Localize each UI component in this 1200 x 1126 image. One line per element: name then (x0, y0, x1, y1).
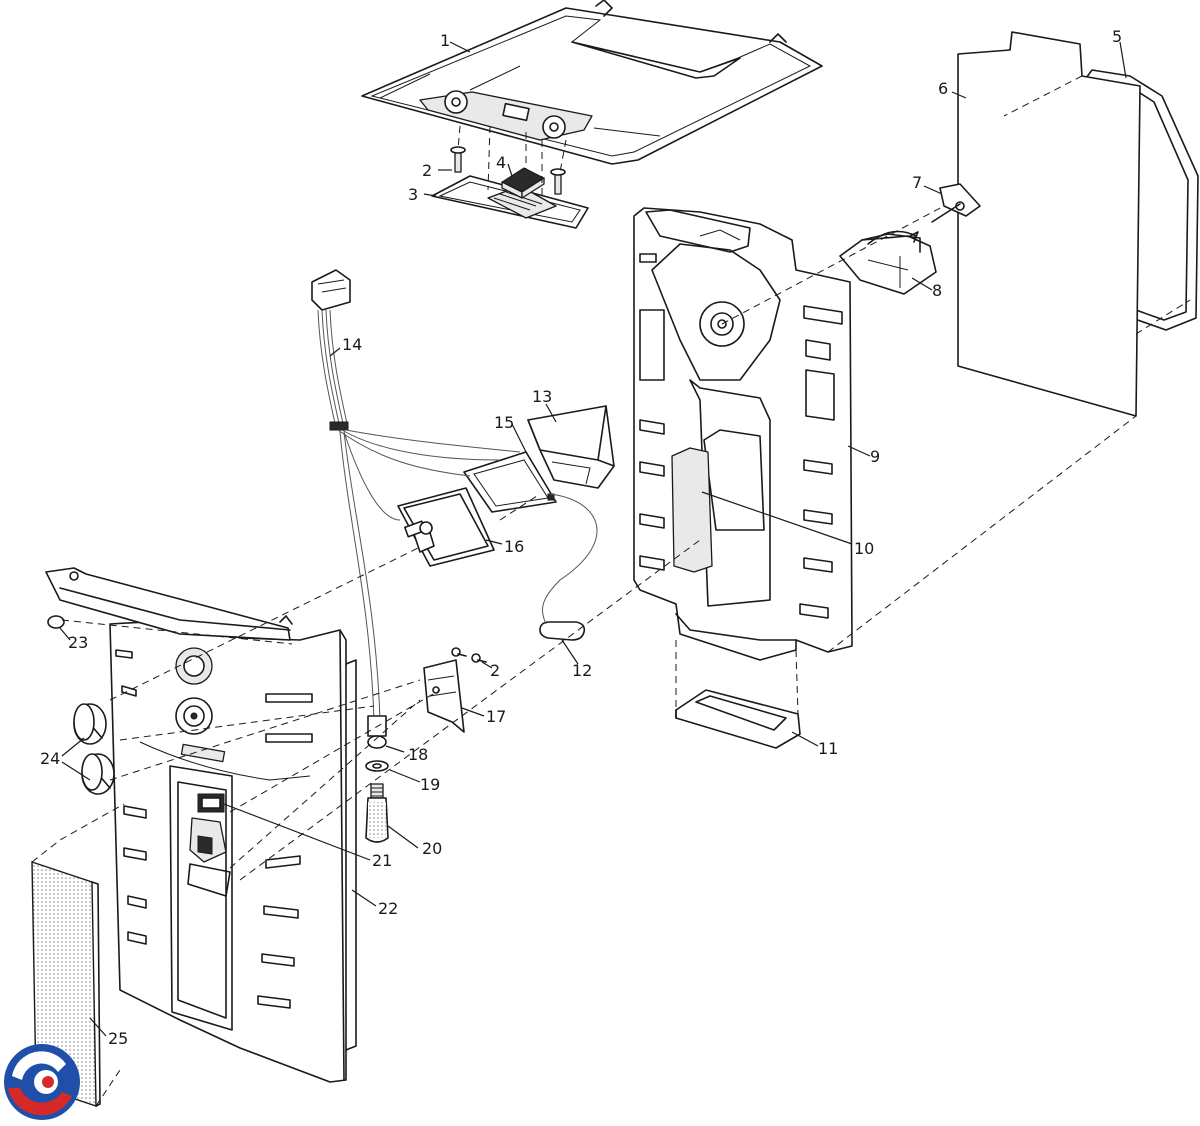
callout-1: 1 (440, 31, 450, 50)
callout-19: 19 (420, 775, 440, 794)
callout-20: 20 (422, 839, 442, 858)
callout-4: 4 (496, 153, 506, 172)
part-3-control-plate (431, 175, 589, 229)
part-7-bracket (931, 183, 981, 223)
callout-21: 21 (372, 851, 392, 870)
callout-8: 8 (932, 281, 942, 300)
part-19-washer (365, 760, 389, 772)
part-14-wiring-harness (311, 269, 598, 721)
callout-18: 18 (408, 745, 428, 764)
part-10-insulation-pad (671, 447, 713, 573)
callout-2: 2 (422, 161, 432, 180)
callout-15: 15 (494, 413, 514, 432)
callout-3: 3 (408, 185, 418, 204)
part-9-rear-housing (633, 207, 853, 661)
front-top-bracket (45, 567, 293, 641)
callout-13: 13 (532, 387, 552, 406)
part-2-screw-lower (451, 647, 487, 663)
assembly-lines (31, 205, 1137, 1107)
callout-17: 17 (486, 707, 506, 726)
callout-14: 14 (342, 335, 362, 354)
leader-lines (59, 41, 1127, 1037)
part-15-pcb (463, 451, 557, 513)
callout-12: 12 (572, 661, 592, 680)
assembly-lines-top (457, 125, 567, 200)
part-24-knob-upper (73, 703, 107, 745)
callout-10: 10 (854, 539, 874, 558)
callout-9: 9 (870, 447, 880, 466)
callout-23: 23 (68, 633, 88, 652)
callout-6: 6 (938, 79, 948, 98)
rear-housing-slots (639, 419, 833, 619)
part-1-top-tray (361, 0, 823, 165)
part-18-socket (367, 715, 387, 749)
callout-5: 5 (1112, 27, 1122, 46)
part-16-thermostat (397, 487, 495, 567)
part-8-mount-bracket (839, 230, 937, 295)
part-13-control-housing (527, 405, 615, 489)
brand-logo (4, 1044, 80, 1126)
callout-25: 25 (108, 1029, 128, 1048)
front-panel-dial-recess (175, 647, 213, 735)
callout-11: 11 (818, 739, 838, 758)
part-6-back-panel (957, 31, 1191, 417)
callout-7: 7 (912, 173, 922, 192)
part-23-clip (47, 615, 65, 629)
callout-22: 22 (378, 899, 398, 918)
front-panel-slots (115, 649, 313, 1009)
part-12-sensor-probe (539, 621, 586, 641)
part-24-knob-lower (81, 753, 115, 795)
part-21-dispenser-lever (187, 793, 231, 897)
part-22-front-panel (109, 619, 357, 1083)
part-20-bulb (365, 783, 389, 843)
part-4-chip (500, 167, 546, 199)
callout-labels: 1 2 2 3 4 5 6 7 8 9 10 11 12 13 14 15 16… (40, 27, 1122, 1048)
part-17-bracket (423, 659, 465, 733)
callout-16: 16 (504, 537, 524, 556)
callout-2: 2 (490, 661, 500, 680)
callout-24: 24 (40, 749, 60, 768)
part-11-drip-tray (675, 689, 801, 749)
